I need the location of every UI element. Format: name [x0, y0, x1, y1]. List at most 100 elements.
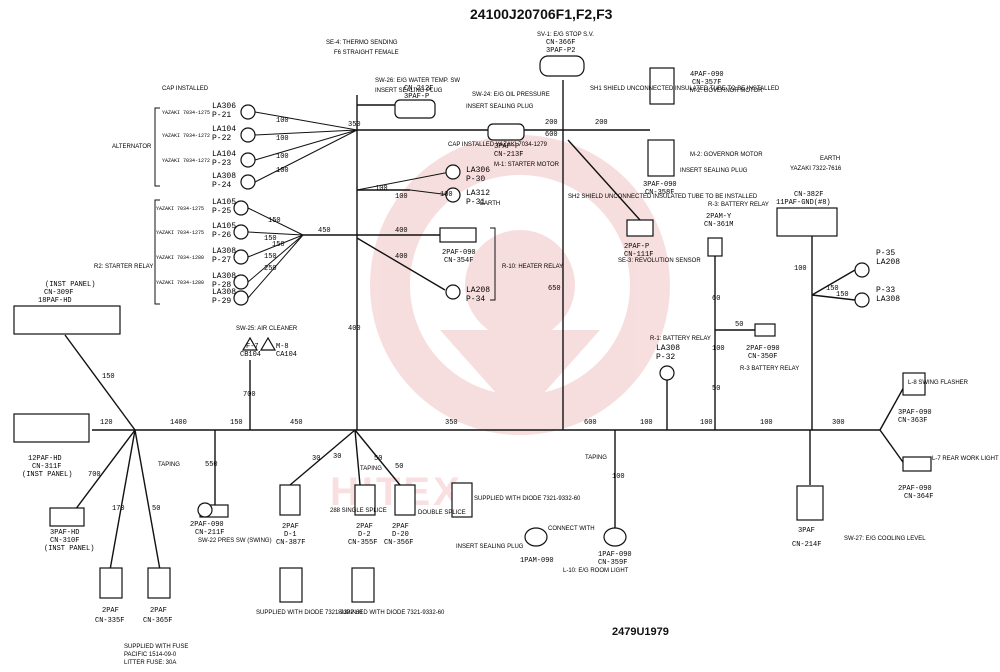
- diode-note-2: SUPPLIED WITH DIODE 7321-9332-60: [338, 610, 445, 616]
- branch-diodes-3: [354, 429, 401, 486]
- branch-fuse-1: [109, 429, 136, 571]
- wire-length-47: 150: [836, 291, 849, 299]
- label-ca104: CA104: [276, 351, 297, 359]
- label-m8: M-8: [276, 343, 289, 351]
- cn361m-note: R-3: BATTERY RELAY: [708, 202, 769, 208]
- terminal-pin-5: P-26: [212, 231, 231, 240]
- connector-cn356f: [394, 484, 416, 516]
- cn363f-type: 3PAF-090: [898, 409, 932, 417]
- wire-length-27: 50: [712, 385, 720, 393]
- terminal-code-6: LA308: [212, 247, 236, 256]
- wire-length-4: 150: [268, 217, 281, 225]
- wire-length-18: 150: [230, 419, 243, 427]
- wire-length-26: 50: [735, 321, 743, 329]
- label-sh2: SH2 SHIELD UNCONNECTED INSULATED TUBE TO…: [568, 194, 758, 200]
- label-taping-3: TAPING: [585, 455, 607, 461]
- wire-length-20: 350: [445, 419, 458, 427]
- terminal-pin-4: P-25: [212, 207, 231, 216]
- cn350f-type: 2PAF-090: [746, 345, 780, 353]
- cn382f-note2: YAZAKI 7322-7616: [790, 166, 842, 172]
- cn309f-type: 18PAF-HD: [38, 297, 72, 305]
- wire-length-36: 30: [333, 453, 341, 461]
- wire-length-48: 100: [612, 473, 625, 481]
- wire-length-17: 700: [243, 391, 256, 399]
- cn354f-type: 2PAF-090: [442, 249, 476, 257]
- cn214f-type: 3PAF: [798, 527, 815, 535]
- terminal-pin-7: P-28: [212, 281, 231, 290]
- connector-cn359f: [603, 527, 627, 547]
- connector-cn311f: [13, 413, 90, 443]
- document-number: 2479U1979: [612, 626, 669, 638]
- cn350f-id: CN-350F: [748, 353, 777, 361]
- cn354f-note: R-10: HEATER RELAY: [502, 264, 563, 270]
- wire-length-11: 350: [348, 121, 361, 129]
- cn309f-name: (INST PANEL): [45, 281, 95, 289]
- cn213f-note3: M-1: STARTER MOTOR: [494, 162, 560, 168]
- terminal-code-1: LA104: [212, 125, 236, 134]
- cn211f-note: SW-22 PRES SW (SWING): [198, 538, 272, 544]
- cn365f-id: CN-365F: [143, 617, 172, 625]
- connector-cn355f: [354, 484, 376, 516]
- cn111f-note: SE-3: REVOLUTION SENSOR: [618, 258, 701, 264]
- wire-length-15: 650: [548, 285, 561, 293]
- cn365f-type: 2PAF: [150, 607, 167, 615]
- label-single-splice: 288 SINGLE SPLICE: [330, 508, 387, 514]
- label-battery-relay: R-1: BATTERY RELAY: [650, 336, 711, 342]
- terminal-yazaki-0: YAZAKI 7034-1275: [162, 110, 210, 116]
- branch-rev: [567, 139, 641, 221]
- cn387f-id2: CN-387F: [276, 539, 305, 547]
- connector-cn364f: [902, 456, 932, 472]
- connector-cn363f: [902, 372, 926, 396]
- label-sh1: SH1 SHIELD UNCONNECTED INSULATED TUBE TO…: [590, 86, 780, 92]
- cn311f-note: (INST PANEL): [22, 471, 72, 479]
- wire-length-45: 100: [712, 345, 725, 353]
- label-taping-2: TAPING: [360, 466, 382, 472]
- cn350f-note: R-3 BATTERY RELAY: [740, 366, 799, 372]
- wire-length-9: 100: [375, 185, 388, 193]
- cn111f-type: 2PAF-P: [624, 243, 649, 251]
- cn365f-note2: PACIFIC 1514-09-0: [124, 652, 177, 658]
- wire-length-6: 150: [264, 235, 277, 243]
- terminal-code-14: P-33: [876, 286, 895, 295]
- cn364f-note: L-7 REAR WORK LIGHT: [932, 456, 999, 462]
- cn213f-type: 3PAF-P: [494, 143, 519, 151]
- terminal-cb104: [241, 336, 259, 351]
- cn359f-type: 1PAF-090: [598, 551, 632, 559]
- wire-length-31: 700: [88, 471, 101, 479]
- terminal-pin-9: P-30: [466, 175, 485, 184]
- terminal-code-11: LA208: [466, 286, 490, 295]
- connector-cn387f: [279, 484, 301, 516]
- cn311f-type: 12PAF-HD: [28, 455, 62, 463]
- cn212f-type: 3PAF-P: [404, 93, 429, 101]
- label-f7: F-7: [246, 343, 259, 351]
- terminal-code-2: LA104: [212, 150, 236, 159]
- connector-cn213f: [487, 123, 525, 141]
- wire-length-3: 100: [276, 167, 289, 175]
- wire-length-19: 450: [290, 419, 303, 427]
- terminal-code-9: LA306: [466, 166, 490, 175]
- branch-fuse-2: [134, 429, 161, 571]
- terminal-pin-14: LA308: [876, 295, 900, 304]
- cn358f-id: CN-358F: [645, 189, 674, 197]
- wire-length-35: 30: [312, 455, 320, 463]
- wire-length-10: 100: [395, 193, 408, 201]
- cn211f-type: 2PAF-090: [190, 521, 224, 529]
- cn212f-note1: SW-26: E/G WATER TEMP. SW: [375, 78, 460, 84]
- terminal-pin-11: P-34: [466, 295, 485, 304]
- cn213f-id: CN-213F: [494, 151, 523, 159]
- wire-length-40: 200: [595, 119, 608, 127]
- wire-length-7: 150: [264, 253, 277, 261]
- label-cap2: CAP INSTALLED YAZAKI 7034-1279: [448, 142, 548, 148]
- cn363f-note: L-8 SWING FLASHER: [908, 380, 969, 386]
- terminal-pin-12: P-32: [656, 353, 675, 362]
- cn311f-id: CN-311F: [32, 463, 61, 471]
- label-double-splice: DOUBLE SPLICE: [418, 510, 466, 516]
- terminal-code-10: LA312: [466, 189, 490, 198]
- cn363f-id: CN-363F: [898, 417, 927, 425]
- cn354f-id: CN-354F: [444, 257, 473, 265]
- connector-cn361m: [707, 237, 723, 257]
- connector-cn310f: [49, 507, 85, 527]
- terminal-pin-8: P-29: [212, 297, 231, 306]
- cn364f-id: CN-364F: [904, 493, 933, 501]
- wire-length-38: 50: [395, 463, 403, 471]
